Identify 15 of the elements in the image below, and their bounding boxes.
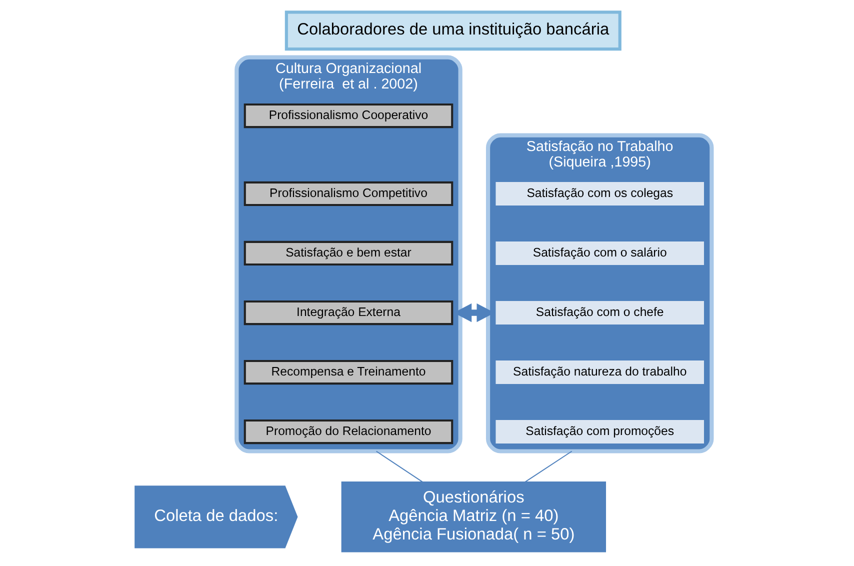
- node-box: Satisfação com o salário: [495, 241, 704, 266]
- connector: [376, 450, 422, 482]
- node-box: Recompensa e Treinamento: [243, 360, 453, 385]
- node-box: Satisfação com os colegas: [495, 182, 704, 206]
- node-box: Promoção do Relacionamento: [243, 419, 453, 444]
- node-box: Satisfação com promoções: [495, 420, 704, 444]
- node-box: Integração Externa: [243, 300, 453, 326]
- node-box: Questionários Agência Matriz (n = 40) Agência Fusionada( n = 50): [340, 482, 606, 552]
- node-box: Profissionalismo Cooperativo: [243, 103, 453, 128]
- node-box: Satisfação com o chefe: [495, 300, 704, 325]
- node-box: Colaboradores de uma instituição bancária: [284, 10, 621, 51]
- node-box: Profissionalismo Competitivo: [243, 181, 453, 206]
- connector: [524, 450, 572, 482]
- node-box: Satisfação e bem estar: [243, 240, 453, 266]
- node-box: Satisfação natureza do trabalho: [495, 360, 704, 384]
